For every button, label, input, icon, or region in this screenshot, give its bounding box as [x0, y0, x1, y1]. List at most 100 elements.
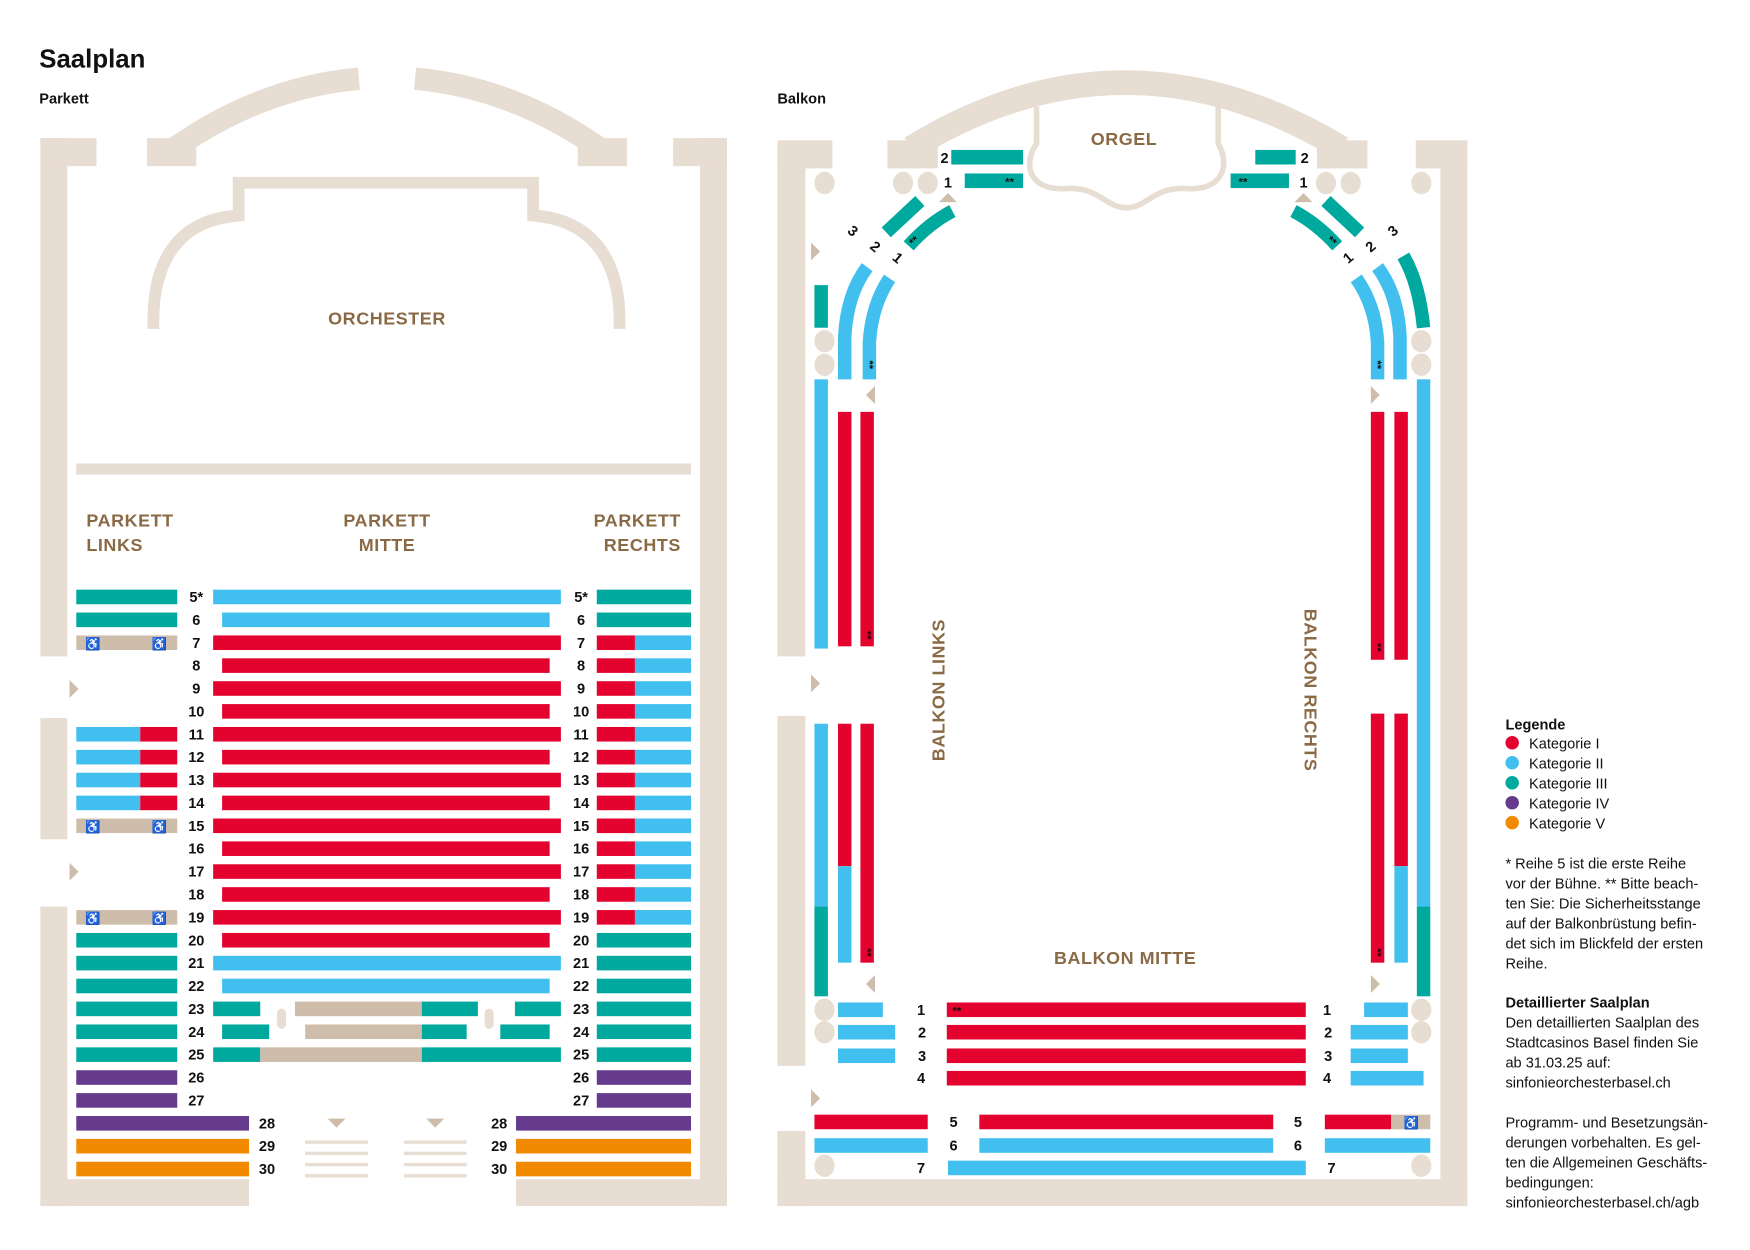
seat-block[interactable] — [1350, 1070, 1424, 1086]
seat-block[interactable] — [596, 658, 635, 673]
seat-block[interactable] — [76, 1116, 250, 1131]
seat-block[interactable] — [76, 612, 178, 628]
seat-block[interactable] — [837, 1002, 883, 1018]
seat-block[interactable] — [814, 1114, 928, 1130]
seat-block[interactable] — [634, 841, 692, 856]
seat-block-curved[interactable] — [1372, 263, 1407, 380]
seat-block[interactable] — [222, 978, 550, 994]
seat-block[interactable] — [837, 723, 852, 867]
seat-block[interactable] — [76, 795, 141, 811]
seat-block[interactable] — [516, 1161, 692, 1177]
seat-block[interactable] — [634, 795, 692, 811]
seat-block[interactable] — [222, 932, 550, 948]
seat-block[interactable] — [1324, 1138, 1431, 1153]
seat-block[interactable] — [76, 1047, 178, 1062]
seat-block[interactable] — [837, 411, 852, 647]
seat-block[interactable] — [222, 704, 550, 719]
seat-block[interactable] — [634, 749, 692, 765]
seat-block[interactable] — [1350, 1024, 1408, 1040]
seat-block[interactable] — [596, 910, 635, 925]
seat-block[interactable] — [1394, 411, 1408, 660]
seat-block[interactable] — [1230, 173, 1289, 189]
seat-block[interactable] — [596, 955, 692, 971]
seat-block[interactable] — [222, 612, 550, 628]
seat-block[interactable] — [860, 723, 874, 963]
seat-block[interactable] — [140, 749, 178, 765]
seat-block[interactable] — [1255, 149, 1296, 165]
seat-block[interactable] — [213, 910, 561, 925]
seat-block[interactable] — [76, 978, 178, 994]
seat-block[interactable] — [979, 1138, 1274, 1153]
seat-block[interactable] — [596, 1001, 692, 1017]
seat-block[interactable] — [634, 910, 692, 925]
seat-block[interactable] — [213, 1001, 261, 1017]
seat-block[interactable] — [634, 887, 692, 902]
seat-block[interactable] — [500, 1024, 550, 1040]
seat-block[interactable] — [76, 749, 141, 765]
seat-block[interactable] — [596, 795, 635, 811]
seat-block[interactable] — [1370, 713, 1385, 963]
seat-block-curved[interactable] — [862, 274, 896, 380]
seat-block[interactable] — [596, 1070, 692, 1085]
seat-block[interactable] — [260, 1047, 422, 1062]
seat-block[interactable] — [213, 635, 561, 651]
seat-block[interactable] — [140, 772, 178, 788]
seat-block[interactable] — [222, 795, 550, 811]
seat-block[interactable] — [814, 379, 828, 649]
seat-block[interactable] — [421, 1024, 467, 1040]
seat-block[interactable] — [76, 1138, 250, 1154]
seat-block[interactable] — [596, 681, 635, 696]
seat-block[interactable] — [76, 1024, 178, 1040]
seat-block[interactable] — [213, 681, 561, 696]
seat-block[interactable] — [837, 866, 852, 963]
seat-block[interactable] — [814, 906, 828, 997]
seat-block-curved[interactable] — [837, 263, 873, 380]
seat-block-curved[interactable] — [881, 196, 925, 238]
seat-block[interactable] — [76, 932, 178, 948]
seat-block[interactable] — [814, 723, 828, 907]
seat-block-curved[interactable] — [903, 205, 956, 251]
seat-block[interactable] — [421, 1047, 561, 1062]
seat-block[interactable] — [1364, 1002, 1408, 1018]
seat-block[interactable] — [213, 818, 561, 834]
seat-block[interactable] — [76, 726, 141, 742]
seat-block[interactable] — [213, 772, 561, 788]
seat-block[interactable] — [213, 1047, 261, 1062]
seat-block[interactable] — [596, 612, 692, 628]
seat-block[interactable] — [634, 726, 692, 742]
seat-block[interactable] — [596, 635, 635, 651]
seat-block[interactable] — [596, 1093, 692, 1108]
seat-block[interactable] — [596, 589, 692, 605]
seat-block[interactable] — [837, 1024, 896, 1040]
seat-block[interactable] — [76, 955, 178, 971]
seat-block[interactable] — [634, 864, 692, 879]
seat-block[interactable] — [1416, 906, 1431, 997]
seat-block[interactable] — [76, 589, 178, 605]
seat-block[interactable] — [421, 1001, 478, 1017]
seat-block[interactable] — [837, 1048, 896, 1064]
seat-block[interactable] — [964, 173, 1024, 189]
seat-block[interactable] — [222, 658, 550, 673]
seat-block[interactable] — [634, 818, 692, 834]
seat-block-curved[interactable] — [1290, 205, 1343, 251]
seat-block[interactable] — [947, 1160, 1306, 1176]
seat-block[interactable] — [222, 1024, 270, 1040]
seat-block[interactable] — [213, 726, 561, 742]
seat-block[interactable] — [596, 749, 635, 765]
seat-block-curved[interactable] — [1321, 196, 1365, 238]
seat-block[interactable] — [222, 887, 550, 902]
seat-block[interactable] — [979, 1114, 1274, 1130]
seat-block[interactable] — [634, 772, 692, 788]
seat-block[interactable] — [305, 1024, 422, 1040]
seat-block[interactable] — [596, 932, 692, 948]
seat-block[interactable] — [1350, 1048, 1408, 1064]
seat-block[interactable] — [140, 795, 178, 811]
seat-block[interactable] — [76, 818, 178, 834]
seat-block[interactable] — [946, 1024, 1306, 1040]
seat-block[interactable] — [634, 704, 692, 719]
seat-block[interactable] — [860, 411, 874, 647]
seat-block[interactable] — [596, 726, 635, 742]
seat-block[interactable] — [222, 749, 550, 765]
seat-block[interactable] — [946, 1002, 1306, 1018]
seat-block[interactable] — [213, 589, 561, 605]
